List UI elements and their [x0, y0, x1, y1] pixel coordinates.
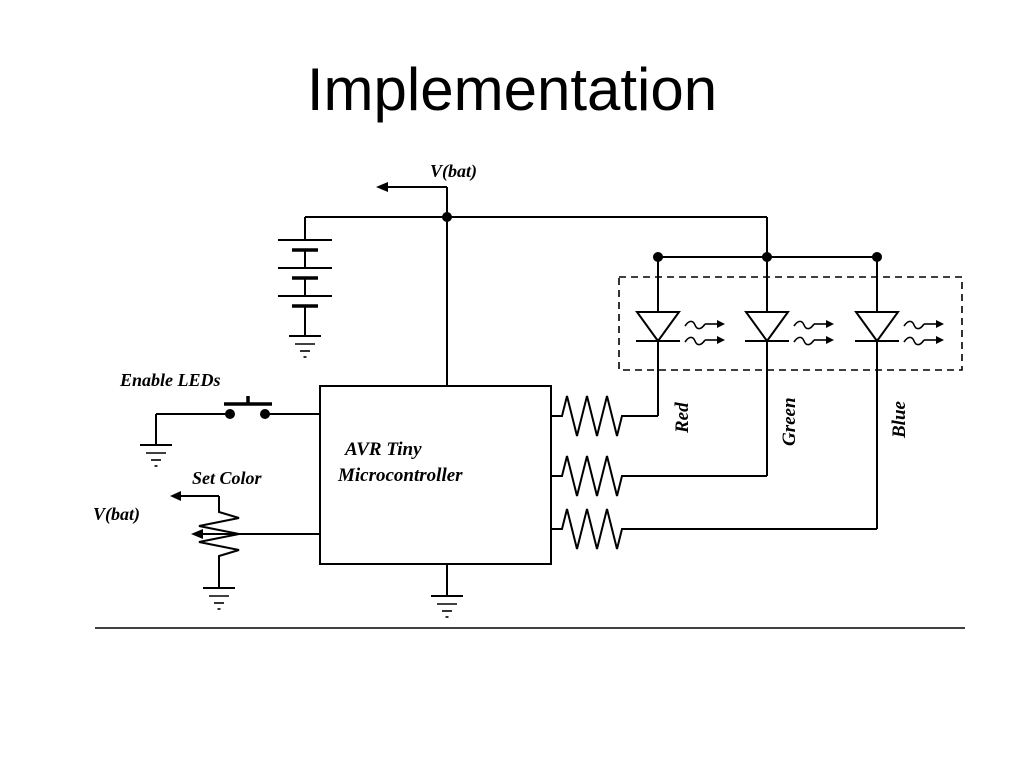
- led-label-blue: Blue: [889, 400, 910, 439]
- enable-leds-switch: Enable LEDs: [119, 370, 320, 467]
- resistor-red: [551, 395, 658, 437]
- set-color-potentiometer: Set Color V(bat): [93, 468, 320, 610]
- led-label-red: Red: [672, 402, 693, 434]
- led-anode-bus: [653, 217, 882, 262]
- slide-title: Implementation: [306, 56, 718, 123]
- led-green: [744, 257, 835, 476]
- vbat-top-label: V(bat): [430, 161, 477, 182]
- vbat-top-node: V(bat): [305, 161, 767, 386]
- mcu-label-line1: AVR Tiny: [344, 439, 422, 460]
- resistor-green: [551, 455, 767, 497]
- led-red: [635, 257, 726, 416]
- resistor-blue: [551, 508, 877, 550]
- led-label-green: Green: [779, 397, 800, 446]
- mcu-label-line2: Microcontroller: [337, 465, 463, 486]
- vbat-left-label: V(bat): [93, 504, 140, 525]
- microcontroller-block: AVR Tiny Microcontroller: [319, 385, 552, 618]
- led-package-outline: [618, 276, 963, 371]
- led-blue: [854, 257, 945, 529]
- enable-leds-label: Enable LEDs: [119, 370, 221, 390]
- battery-symbol: [278, 217, 332, 358]
- set-color-label: Set Color: [192, 468, 263, 488]
